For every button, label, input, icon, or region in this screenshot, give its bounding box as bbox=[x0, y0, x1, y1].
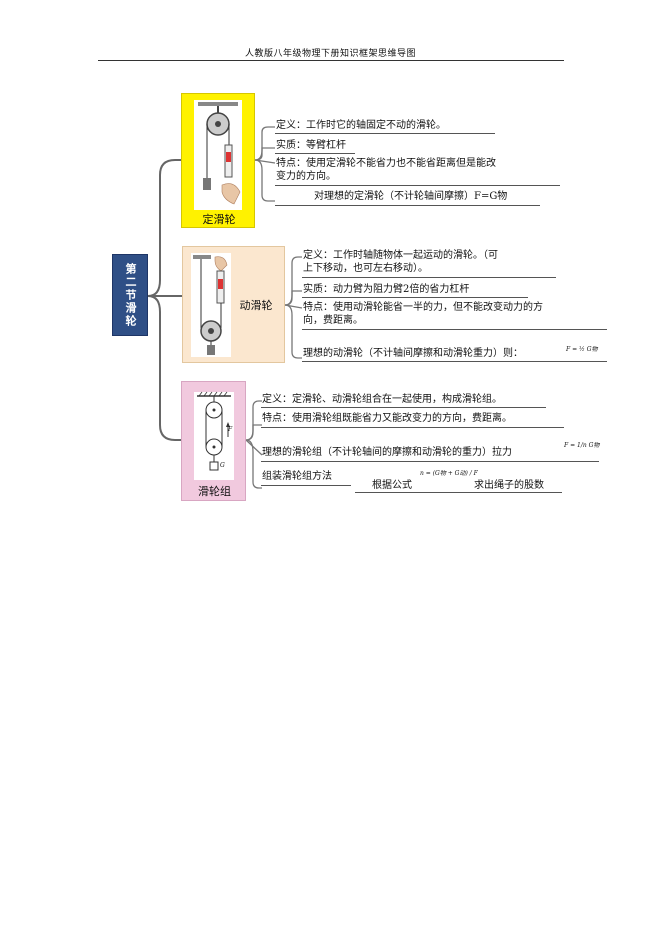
fixed-feature-line2: 变力的方向。 bbox=[276, 171, 336, 182]
fixed-pulley-box: 定滑轮 bbox=[181, 93, 255, 228]
movable-formula: F = ½ G物 bbox=[566, 346, 598, 353]
fixed-feature-underline bbox=[275, 185, 560, 186]
block-method-rule-prefix: 根据公式 bbox=[372, 480, 412, 491]
fixed-ideal-underline bbox=[275, 205, 540, 206]
fixed-ideal: 对理想的定滑轮（不计轮轴间摩擦）F=G物 bbox=[314, 191, 508, 202]
movable-pulley-figure bbox=[191, 253, 231, 357]
pulley-block-box: F G 滑轮组 bbox=[181, 381, 246, 501]
pulley-block-label: 滑轮组 bbox=[198, 485, 231, 498]
block-feature-underline bbox=[261, 427, 564, 428]
movable-def-line2: 上下移动，也可左右移动）。 bbox=[303, 263, 428, 274]
block-ideal-underline bbox=[261, 461, 599, 462]
block-def: 定义：定滑轮、动滑轮组合在一起使用，构成滑轮组。 bbox=[262, 394, 502, 405]
block-method-rule-underline bbox=[355, 492, 562, 493]
header-rule bbox=[98, 60, 564, 61]
fixed-def-underline bbox=[275, 133, 495, 134]
fixed-def: 定义：工作时它的轴固定不动的滑轮。 bbox=[276, 120, 446, 131]
movable-def-underline bbox=[302, 277, 556, 278]
movable-pulley-label: 动滑轮 bbox=[239, 299, 273, 312]
fixed-pulley-figure bbox=[194, 100, 242, 210]
pulley-block-fig-weight-label: G bbox=[220, 462, 225, 469]
fixed-essence: 实质：等臂杠杆 bbox=[276, 140, 346, 151]
root-node: 第二节滑轮 bbox=[112, 254, 148, 336]
fixed-pulley-label: 定滑轮 bbox=[202, 213, 236, 226]
movable-ideal: 理想的动滑轮（不计轴间摩擦和动滑轮重力）则： bbox=[303, 348, 523, 359]
fixed-feature-line1: 特点：使用定滑轮不能省力也不能省距离但是能改 bbox=[276, 158, 496, 169]
pulley-block-fig-force-label: F bbox=[228, 426, 233, 433]
block-feature: 特点：使用滑轮组既能省力又能改变力的方向，费距离。 bbox=[262, 413, 512, 424]
movable-def-line1: 定义：工作时轴随物体一起运动的滑轮。（可 bbox=[303, 250, 498, 261]
pulley-block-figure: F G bbox=[194, 391, 234, 480]
movable-ideal-underline bbox=[302, 361, 607, 362]
movable-essence-underline bbox=[302, 297, 528, 298]
block-method-rule-suffix: 求出绳子的股数 bbox=[474, 480, 544, 491]
block-method-underline bbox=[261, 485, 351, 486]
movable-essence: 实质：动力臂为阻力臂2倍的省力杠杆 bbox=[303, 284, 470, 295]
page-header: 人教版八年级物理下册知识框架思维导图 bbox=[244, 49, 416, 59]
movable-feature-underline bbox=[302, 329, 607, 330]
movable-feature-line2: 向，费距离。 bbox=[303, 315, 363, 326]
block-def-underline bbox=[261, 407, 546, 408]
block-ideal: 理想的滑轮组（不计轮轴间的摩擦和动滑轮的重力）拉力 bbox=[262, 447, 512, 458]
block-method: 组装滑轮组方法 bbox=[262, 471, 332, 482]
block-formula: F = 1/n G物 bbox=[564, 442, 600, 449]
fixed-essence-underline bbox=[275, 153, 355, 154]
block-method-formula: n = (G物 + G动) / F bbox=[420, 470, 478, 477]
movable-feature-line1: 特点：使用动滑轮能省一半的力，但不能改变动力的方 bbox=[303, 302, 543, 313]
movable-pulley-box: 动滑轮 bbox=[182, 246, 285, 363]
